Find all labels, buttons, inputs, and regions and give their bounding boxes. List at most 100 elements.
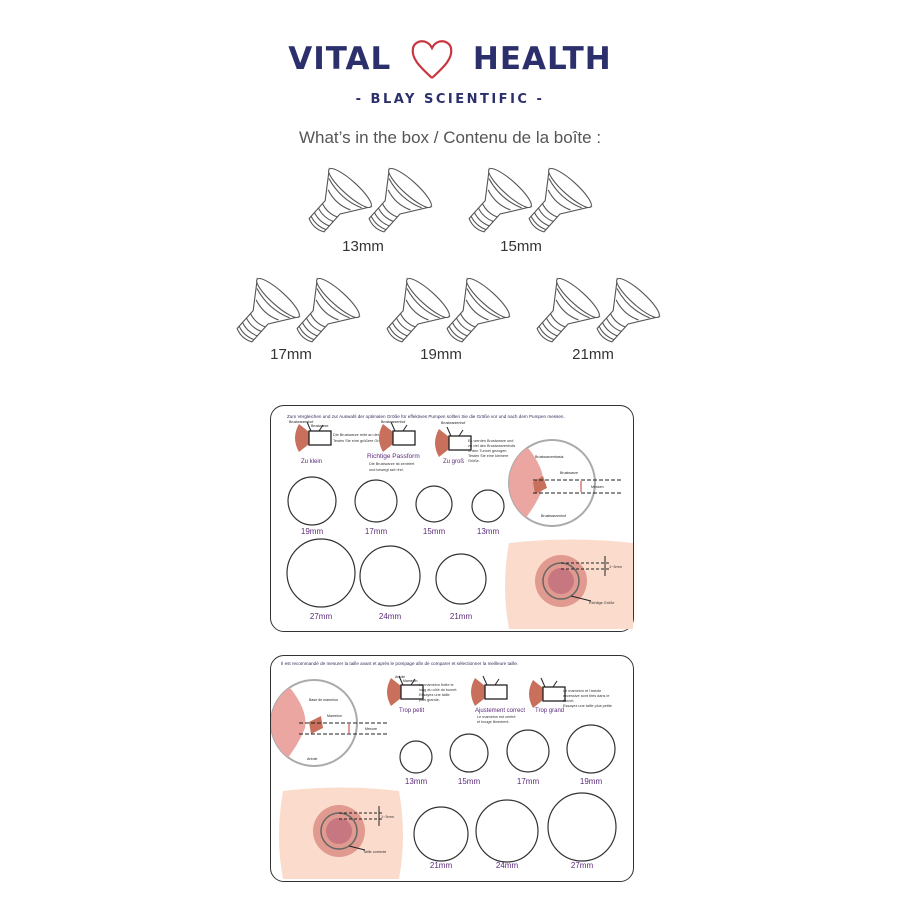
- size-label-17mm: 17mm: [270, 346, 312, 363]
- label-nipple: Brustwarze: [311, 424, 329, 428]
- card-intro: Il est recommandé de mesurer la taille a…: [281, 661, 518, 666]
- note: long du côté du tunnel.: [419, 688, 457, 692]
- correct-size-label: Richtige Größe: [589, 601, 615, 605]
- note: Essayez une taille plus petite: [563, 704, 612, 708]
- circle-label: 13mm: [405, 777, 428, 786]
- sizing-card-german: Zum Vergleichen und zur Auswahl der opti…: [270, 405, 634, 632]
- fit-too-small-title: Trop petit: [399, 708, 424, 714]
- circle-24mm: [475, 799, 539, 863]
- circle-15mm: [415, 485, 453, 523]
- flange-19mm-pair: [371, 273, 515, 357]
- brand-left: VITAL: [288, 41, 392, 77]
- circle-label: 17mm: [517, 777, 540, 786]
- measuring-circles: [399, 724, 617, 863]
- label-measure: Mesure: [365, 727, 377, 731]
- label-areola: Brustwarzenhof: [441, 421, 465, 425]
- note: zu viel des Brustwarzenhofs: [468, 444, 515, 448]
- fit-correct-title: Ajustement correct: [475, 708, 525, 714]
- circle-19mm: [566, 724, 616, 774]
- circle-label: 24mm: [496, 861, 519, 870]
- flange-21mm-pair: [521, 273, 665, 357]
- label-base: Base de mamelon: [309, 698, 338, 702]
- circle-13mm: [471, 489, 505, 523]
- magnified-nipple-diagram: Base de mamelon Mamelon Mesure Aréole: [271, 679, 389, 767]
- note: Le mamelon frotte le: [419, 683, 454, 687]
- heart-icon: [409, 38, 455, 80]
- circle-27mm: [286, 538, 356, 608]
- sizing-card-french: Il est recommandé de mesurer la taille a…: [270, 655, 634, 882]
- gap-label: 1~3mm: [381, 815, 394, 819]
- fit-too-big-diagram: [528, 677, 566, 709]
- circle-21mm: [413, 806, 469, 862]
- gap-label: 1~3mm: [609, 565, 622, 569]
- fit-too-big-title: Zu groß: [443, 459, 464, 465]
- circle-label: 19mm: [301, 527, 324, 536]
- size-label-21mm: 21mm: [572, 346, 614, 363]
- circle-label: 27mm: [571, 861, 594, 870]
- note: excessive sont tirés dans le: [563, 694, 609, 698]
- label-areola: Aréole: [395, 675, 405, 679]
- note: Es werden Brustwarze und: [468, 439, 513, 443]
- fit-too-big-title: Trop grand: [535, 708, 564, 714]
- measuring-circles: [286, 476, 505, 608]
- note: und bewegt sich frei.: [369, 468, 404, 472]
- note: et bouge librement.: [477, 720, 510, 724]
- circle-label: 21mm: [450, 612, 473, 621]
- circle-13mm: [399, 740, 433, 774]
- circle-label: 15mm: [458, 777, 481, 786]
- brand-right: HEALTH: [472, 41, 612, 77]
- correct-size-front-diagram: 1~3mm Richtige Größe: [505, 539, 633, 629]
- fit-too-small-title: Zu klein: [301, 459, 322, 465]
- circle-15mm: [449, 733, 489, 773]
- circle-17mm: [506, 729, 550, 773]
- note: Le mamelon et l'aréole: [563, 689, 601, 693]
- note: Testen Sie eine größere Größe.: [333, 439, 386, 443]
- size-label-15mm: 15mm: [500, 238, 542, 255]
- box-contents-title: What’s in the box / Contenu de la boîte …: [298, 128, 602, 147]
- label-areola: Brustwarzenhof: [289, 420, 313, 424]
- note: in den Tunnel gezogen.: [468, 449, 507, 453]
- label-measure: Messen: [591, 485, 604, 489]
- note: Essayez une taille: [419, 693, 450, 697]
- note: Le mamelon est centré: [477, 715, 516, 719]
- fit-too-big-diagram: [434, 426, 472, 458]
- label-nipple: Mamelon: [403, 679, 417, 683]
- circle-19mm: [287, 476, 337, 526]
- circle-label: 21mm: [430, 861, 453, 870]
- card-intro: Zum Vergleichen und zur Auswahl der opti…: [287, 414, 565, 419]
- circle-label: 19mm: [580, 777, 603, 786]
- fit-correct-diagram: [378, 421, 416, 453]
- label-nipple: Mamelon: [327, 714, 342, 718]
- flange-15mm-pair: [453, 163, 597, 247]
- flange-17mm-pair: [221, 273, 365, 357]
- fit-correct-title: Richtige Passform: [367, 453, 420, 460]
- label-areola: Brustwarzenhof: [381, 420, 405, 424]
- note: Die Brustwarze ist zentriert: [369, 462, 415, 466]
- circle-17mm: [354, 479, 398, 523]
- brand-logo: VITAL HEALTH: [0, 38, 900, 80]
- size-label-13mm: 13mm: [342, 238, 384, 255]
- note: Größe.: [468, 459, 480, 463]
- size-label-19mm: 19mm: [420, 346, 462, 363]
- flange-13mm-pair: [293, 163, 437, 247]
- fit-correct-diagram: [470, 675, 508, 707]
- label-base: Brustwarzenbasis: [535, 455, 564, 459]
- brand-subtitle: - BLAY SCIENTIFIC -: [355, 92, 545, 107]
- correct-size-label: Taille correcte: [363, 850, 386, 854]
- circle-27mm: [547, 792, 617, 862]
- circle-label: 15mm: [423, 527, 446, 536]
- circle-label: 27mm: [310, 612, 333, 621]
- circle-label: 13mm: [477, 527, 500, 536]
- note: Testen Sie eine kleinere: [468, 454, 508, 458]
- circle-label: 17mm: [365, 527, 388, 536]
- circle-label: 24mm: [379, 612, 402, 621]
- note: tunnel.: [563, 699, 574, 703]
- magnified-nipple-diagram: Brustwarzenbasis Brustwarze Messen Brust…: [508, 439, 623, 527]
- correct-size-front-diagram: 1~3mm Taille correcte: [279, 787, 403, 879]
- label-areola: Brustwarzenhof: [541, 514, 566, 518]
- label-areola: Aréole: [307, 757, 317, 761]
- flange-illustrations: [221, 163, 665, 357]
- note: plus grande.: [419, 698, 440, 702]
- label-nipple: Brustwarze: [560, 471, 578, 475]
